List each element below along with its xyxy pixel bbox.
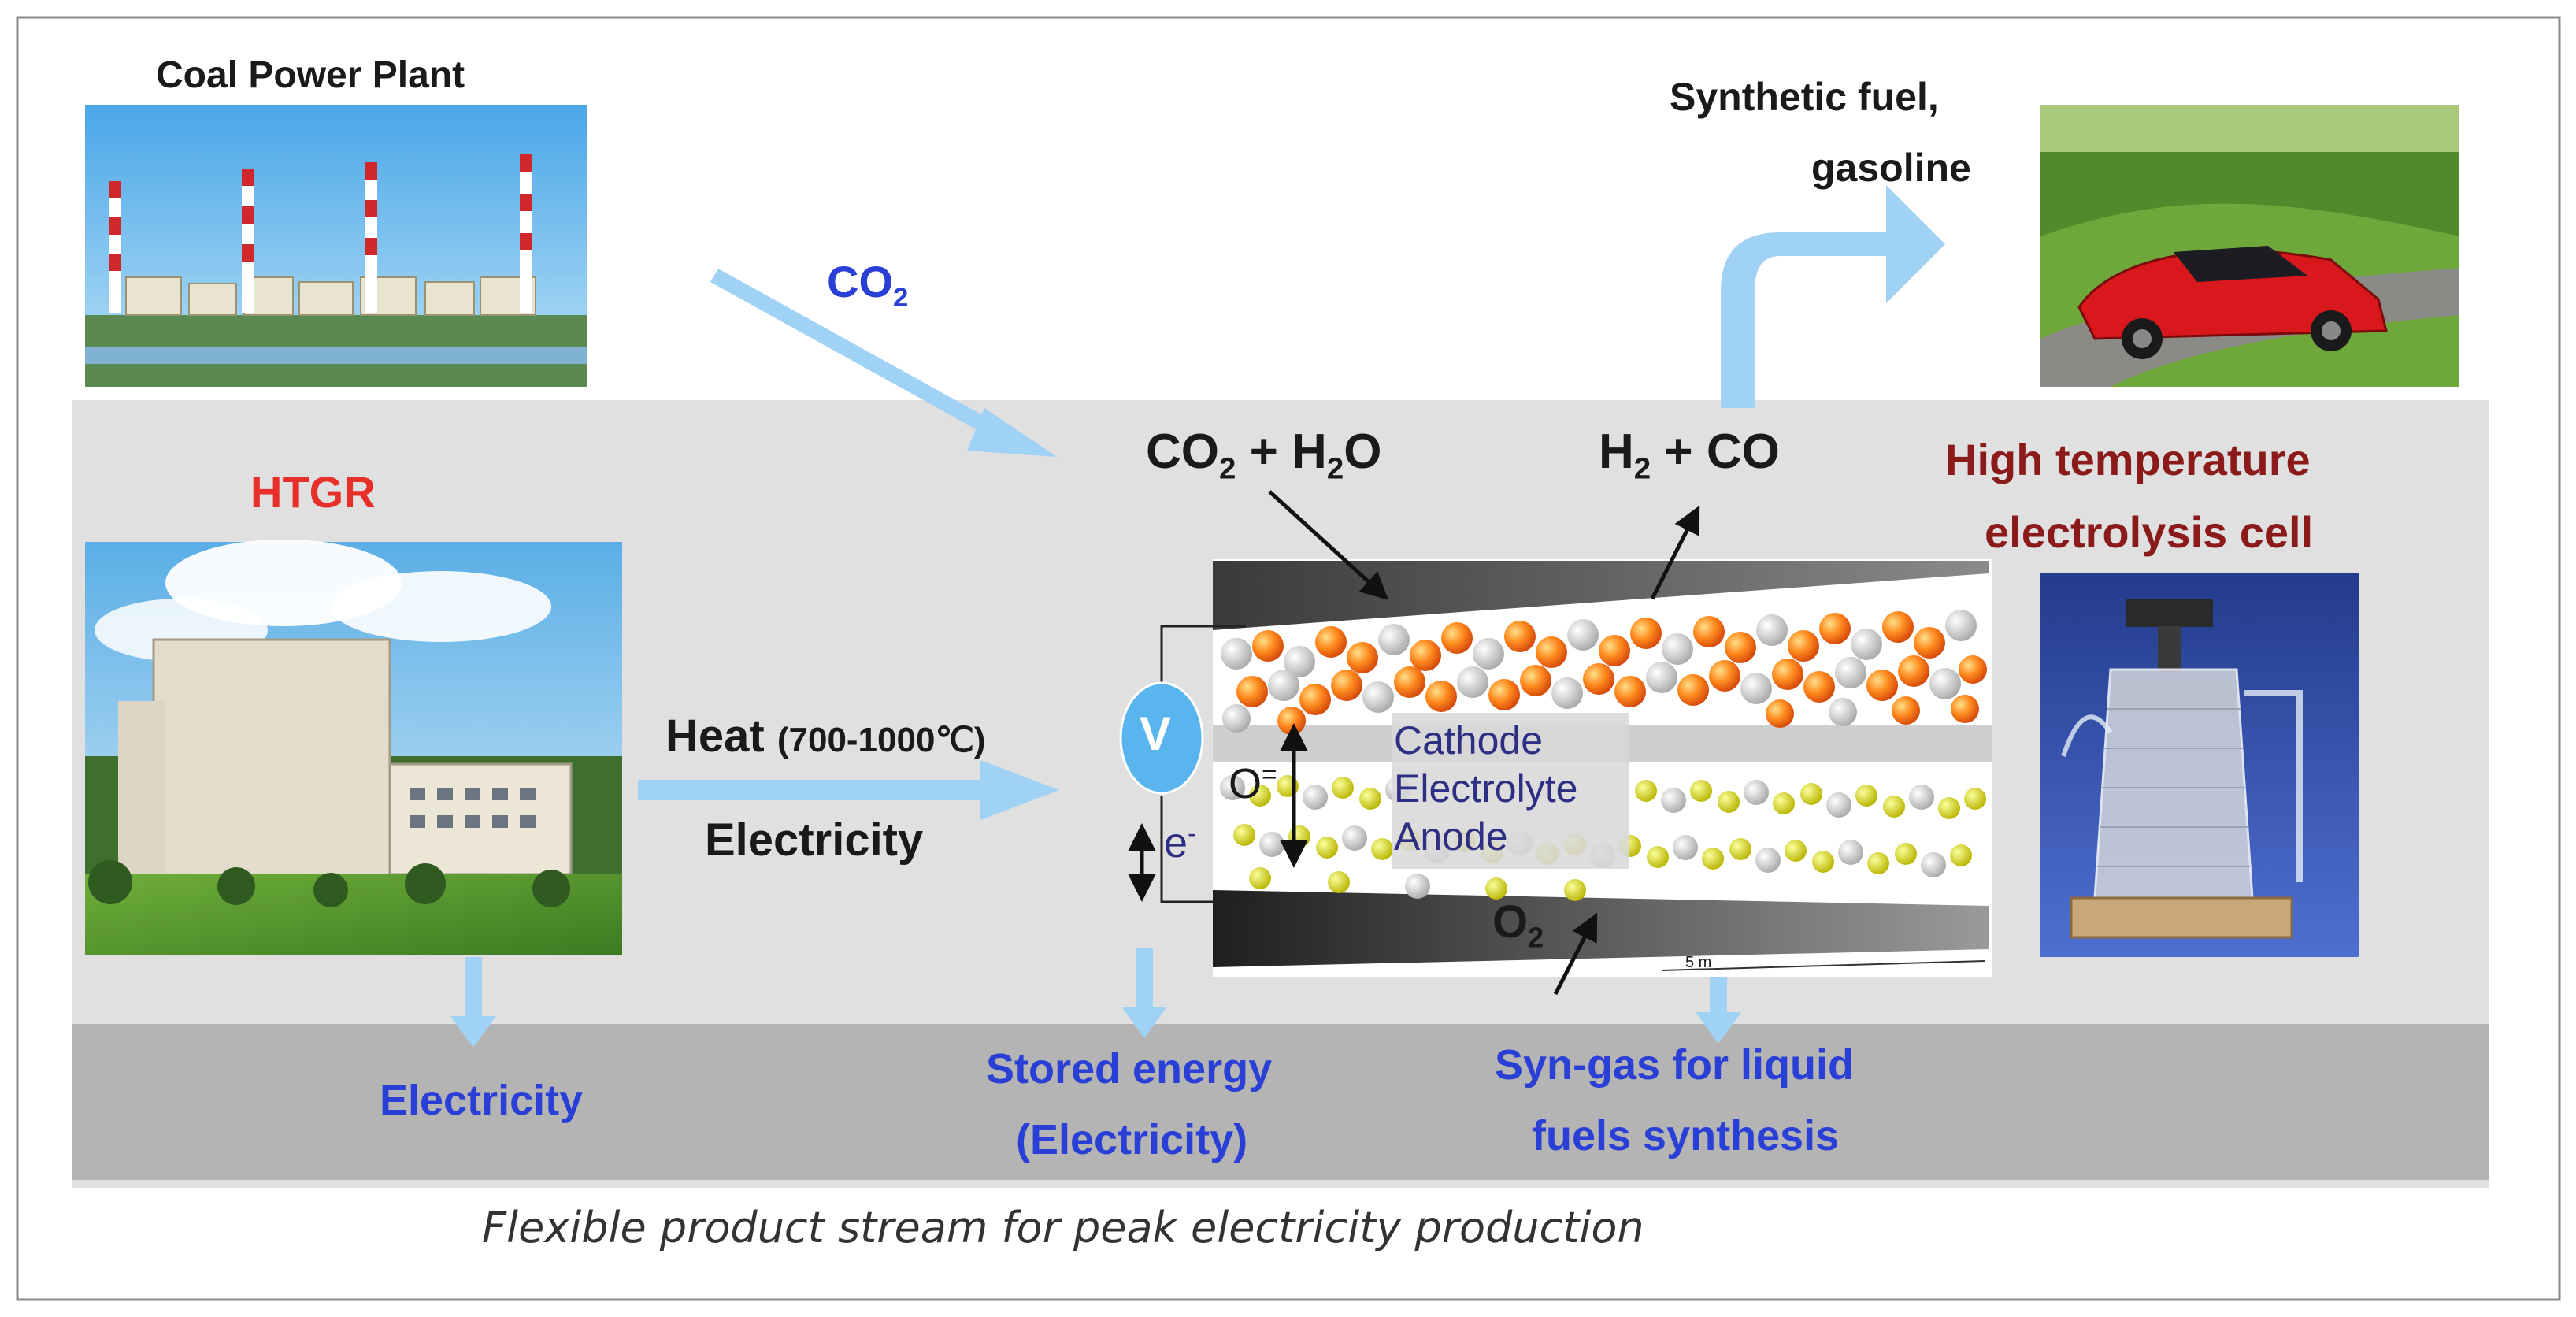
heat-label: Heat (700-1000℃) — [665, 710, 986, 762]
syngas-label-line1: Syn-gas for liquid — [1495, 1041, 1855, 1089]
external-circuit — [1160, 625, 1256, 903]
reactants-label: CO2 + H2O — [1146, 425, 1382, 486]
coal-plant-photo — [85, 105, 587, 387]
coal-plant-label: Coal Power Plant — [156, 54, 465, 96]
pointer-arrow-o2 — [1553, 912, 1598, 996]
layer-label-box — [1392, 713, 1629, 869]
sports-car-photo — [2040, 105, 2459, 387]
diagram-caption: Flexible product stream for peak electri… — [482, 1203, 1644, 1252]
electricity-input-label: Electricity — [705, 814, 924, 866]
electrolysis-stack-photo — [2040, 573, 2359, 957]
htgr-building-photo — [85, 540, 622, 955]
hte-cell-label-line2: electrolysis cell — [1985, 507, 2314, 557]
syngas-label-line2: fuels synthesis — [1532, 1112, 1840, 1159]
htgr-label: HTGR — [250, 467, 376, 517]
voltmeter-label: V — [1140, 707, 1172, 760]
output-electricity-label: Electricity — [380, 1077, 584, 1124]
pointer-arrow-co2-h2o — [1268, 490, 1389, 600]
co2-input-label: CO2 — [827, 257, 909, 313]
oxygen-output-label: O2 — [1492, 896, 1544, 954]
stored-energy-label-line2: (Electricity) — [1016, 1116, 1248, 1163]
synthetic-fuel-label-line1: Synthetic fuel, — [1670, 75, 1939, 119]
electron-label: e- — [1164, 819, 1197, 866]
electrolyte-label: Electrolyte — [1394, 766, 1578, 811]
hte-cell-label-line1: High temperature — [1945, 435, 2311, 484]
co2-input-arrow — [710, 269, 1057, 457]
output-arrow-electricity — [450, 957, 496, 1048]
stored-energy-label-line1: Stored energy — [986, 1045, 1273, 1093]
oxide-ion-label: O= — [1229, 760, 1277, 807]
synthetic-fuel-arrow — [1721, 185, 1945, 408]
scale-label: 5 m — [1685, 954, 1712, 971]
products-label: H2 + CO — [1599, 425, 1780, 486]
scale-bar — [1661, 960, 1985, 971]
cell-top-plate — [1213, 561, 1989, 630]
cathode-label: Cathode — [1394, 718, 1544, 762]
electrolysis-cell-section — [1213, 559, 1992, 977]
cathode-particles — [1221, 610, 1987, 735]
dark-gray-band — [72, 1024, 2489, 1180]
anode-label: Anode — [1394, 814, 1508, 859]
voltmeter-icon — [1119, 681, 1204, 795]
heat-electricity-arrow — [638, 760, 1059, 820]
output-arrow-stored-energy — [1121, 948, 1167, 1038]
pointer-arrow-h2-co — [1650, 505, 1700, 600]
synthetic-fuel-label-line2: gasoline — [1811, 146, 1971, 190]
cell-bottom-plate — [1213, 890, 1989, 967]
